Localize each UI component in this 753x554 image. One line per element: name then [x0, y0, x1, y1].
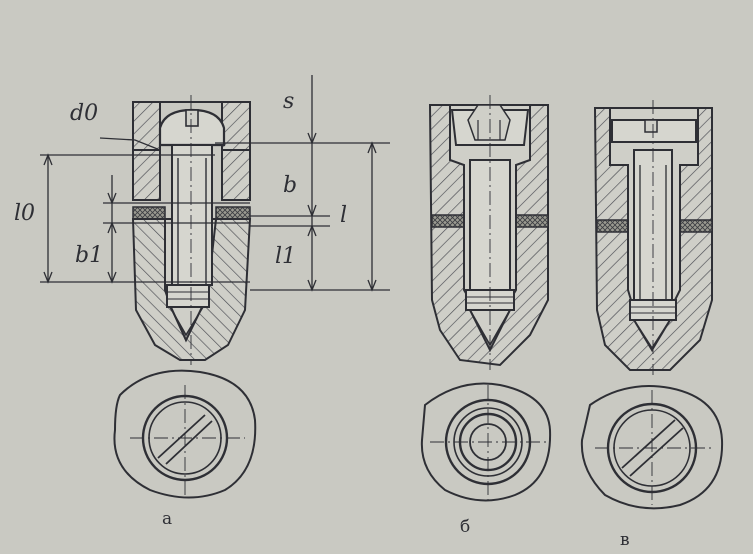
view-c-section	[593, 100, 713, 375]
label-l1: l1	[275, 244, 296, 269]
label-b: b	[283, 173, 297, 198]
gasket-a-right	[215, 206, 251, 220]
gasket-a-left	[132, 206, 166, 220]
label-s: s	[283, 89, 294, 114]
view-b-plan	[420, 382, 552, 502]
label-d0: d0	[70, 101, 98, 126]
label-l: l	[340, 203, 347, 228]
view-a-plan	[113, 369, 257, 499]
dimensions-view-a	[40, 75, 390, 292]
caption-b: б	[460, 517, 470, 537]
label-b1: b1	[75, 243, 103, 268]
view-b-section	[428, 95, 549, 370]
view-a-section	[131, 95, 252, 365]
caption-a: а	[162, 509, 172, 529]
label-l0: l0	[14, 201, 35, 226]
caption-c: в	[620, 530, 630, 550]
view-c-plan	[580, 385, 724, 510]
